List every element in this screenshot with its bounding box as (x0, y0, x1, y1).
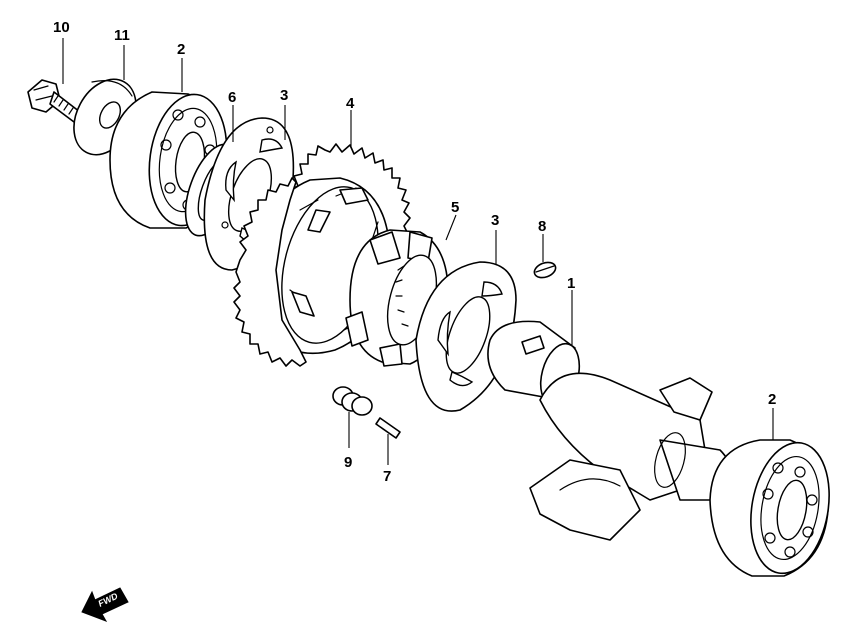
callout-4: 4 (346, 95, 355, 112)
arrow-down-left-icon (81, 587, 129, 622)
leader-lines (62, 38, 774, 465)
pin-part (375, 417, 401, 439)
callout-5: 5 (451, 199, 459, 216)
callout-10: 10 (53, 19, 70, 36)
callout-2-lower: 2 (768, 391, 776, 408)
callout-11: 11 (114, 27, 130, 44)
callout-9: 9 (344, 454, 352, 471)
bolt-part (27, 79, 81, 123)
callout-8: 8 (538, 218, 546, 235)
callout-3-upper: 3 (280, 87, 288, 104)
fwd-direction-badge: FWD (81, 587, 129, 622)
callout-6: 6 (228, 89, 236, 106)
callout-7: 7 (383, 468, 391, 485)
key-part (533, 261, 557, 279)
balancer-shaft-part (487, 320, 735, 541)
bearing-lower-part (709, 439, 830, 577)
plate-lower-part (415, 261, 517, 412)
callout-3-lower: 3 (491, 212, 499, 229)
callout-1: 1 (567, 275, 575, 292)
callout-labels: 10 11 2 6 3 4 5 3 8 1 2 9 7 (53, 19, 776, 485)
spring-part (332, 386, 373, 416)
callout-2-upper: 2 (177, 41, 185, 58)
